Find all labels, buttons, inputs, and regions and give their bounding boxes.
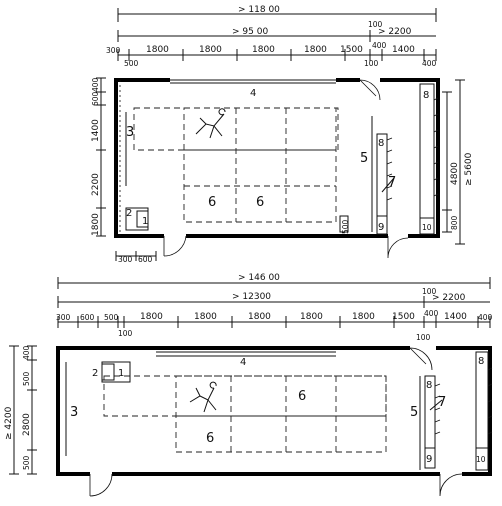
plan2-dim-500: 500 [104, 313, 119, 322]
plan1-span-4: 1800 [304, 45, 327, 55]
plan2-span-2: 1800 [194, 312, 217, 322]
plan2-span-3: 1800 [248, 312, 271, 322]
plan1-label-6a: 6 [208, 195, 216, 210]
plan1-label-6b: 6 [256, 195, 264, 210]
plan2-dim-v500b: 500 [22, 455, 31, 470]
plan1-dimension-chains: > 118 00 > 95 00 100 > 2200 300 500 1800… [106, 5, 437, 68]
plan2-label-5: 5 [410, 405, 418, 420]
plan1-dim-v400: 400 [91, 77, 100, 92]
plan2-label-7: 7 [438, 395, 446, 410]
plan2-dim-v4200: ≥ 4200 [4, 406, 14, 440]
plan1-span-1: 1800 [146, 45, 169, 55]
plan1-span-5: 1500 [340, 45, 363, 55]
plan1-label-8b: 8 [378, 138, 384, 149]
plan1-floor-grid [133, 107, 339, 223]
plan1-hatch-ticks [386, 97, 439, 201]
plan1-gymnast-figure [195, 108, 226, 139]
plan2-dim-100b: 100 [416, 333, 431, 342]
plan1-total-length: > 118 00 [238, 5, 280, 15]
plan2-label-10: 10 [476, 455, 486, 464]
plan2-doors [89, 347, 463, 497]
plan2-dim-600: 600 [80, 313, 95, 322]
plan2-span-5: 1800 [352, 312, 375, 322]
plan2-span-4: 1800 [300, 312, 323, 322]
plan1-inner-length: > 95 00 [232, 27, 268, 37]
plan2-dim-100: 100 [422, 287, 437, 296]
plan2-gymnast-figure [189, 381, 217, 413]
plan1-label-9: 9 [378, 222, 384, 233]
plan1-label-10: 10 [422, 223, 432, 232]
plan1-dim-2200: > 2200 [378, 27, 412, 37]
plan1-dim-400b: 400 [422, 59, 437, 68]
plan2-dim-v400: 400 [22, 345, 31, 360]
plan1-bottom-dimensions: 300 600 500 [115, 219, 350, 264]
plan1-dim-100b: 100 [364, 59, 379, 68]
plan1-dim-b300: 300 [118, 255, 133, 264]
plan1-dim-r4800: 4800 [450, 162, 460, 185]
plan2-dim-400b: 400 [478, 313, 493, 322]
plan1-label-4: 4 [250, 88, 256, 99]
plan1-dim-v600: 600 [91, 91, 100, 106]
plan2-label-6b: 6 [206, 431, 214, 446]
plan1-label-1: 1 [142, 216, 148, 227]
plan2-labels: 1 2 3 4 5 6 6 7 8 8 9 10 [70, 356, 486, 465]
plan2-label-4: 4 [240, 357, 246, 368]
plan1-label-2: 2 [126, 208, 132, 219]
plan2-dim-v500: 500 [22, 371, 31, 386]
plan2-dim-100a: 100 [118, 329, 133, 338]
plan2-floor-grid [103, 375, 387, 453]
plan2-walls [56, 346, 492, 476]
plan1-dim-100: 100 [368, 20, 383, 29]
plan1-dim-300: 300 [106, 46, 121, 55]
plan1-span-2: 1800 [199, 45, 222, 55]
plan2-dim-v2800: 2800 [22, 413, 32, 436]
plan1-dim-400: 400 [372, 41, 387, 50]
plan2-hatch-ticks [434, 367, 493, 435]
plan2-total-length: > 146 00 [238, 273, 280, 283]
plan2-inner-length: > 12300 [232, 292, 271, 302]
plan2-label-2: 2 [92, 368, 98, 379]
plan1-dim-b600: 600 [138, 255, 153, 264]
plan1-doors [163, 79, 409, 259]
plan2-dim-2200: > 2200 [432, 293, 466, 303]
plan1-dim-v1400: 1400 [91, 119, 101, 142]
plan1-labels: 1 2 3 4 5 6 6 7 8 8 9 10 [126, 88, 432, 233]
plan2-dimension-chains: > 146 00 > 12300 100 > 2200 300 600 [56, 273, 493, 342]
plan2-label-8b: 8 [426, 380, 432, 391]
plan-2: > 146 00 > 12300 100 > 2200 300 600 [4, 273, 493, 497]
plan2-span-1: 1800 [140, 312, 163, 322]
plan2-dim-400: 400 [424, 309, 439, 318]
plan1-right-dimensions: 4800 ≥ 5600 800 [442, 79, 474, 245]
plan2-dim-1400: 1400 [444, 312, 467, 322]
plan2-label-1: 1 [118, 368, 124, 379]
plan1-span-3: 1800 [252, 45, 275, 55]
plan1-walls [114, 78, 440, 238]
plan2-left-dimensions: ≥ 4200 400 500 2800 500 [4, 345, 37, 475]
plan1-dim-v1800: 1800 [91, 213, 101, 236]
plan2-label-8: 8 [478, 356, 484, 367]
plan1-label-7: 7 [388, 175, 396, 190]
plan1-left-dimensions: 400 600 1400 2200 1800 [91, 77, 106, 237]
plan2-label-6a: 6 [298, 389, 306, 404]
plan1-dim-r800: 800 [450, 215, 459, 230]
plan2-equipment [65, 351, 493, 471]
plan2-span-6: 1500 [392, 312, 415, 322]
plan2-dim-300: 300 [56, 313, 71, 322]
plan2-label-9: 9 [426, 454, 432, 465]
plan-1: > 118 00 > 95 00 100 > 2200 300 500 1800… [91, 5, 474, 264]
plan1-dim-b500: 500 [341, 219, 350, 234]
plan1-dim-1400: 1400 [392, 45, 415, 55]
plan1-dim-v2200: 2200 [91, 173, 101, 196]
plan1-dim-r5600: ≥ 5600 [464, 152, 474, 186]
plan1-label-3: 3 [126, 125, 134, 140]
plan1-dim-500: 500 [124, 59, 139, 68]
plan1-label-8: 8 [423, 90, 429, 101]
plan2-label-3: 3 [70, 405, 78, 420]
plan1-equipment [125, 83, 439, 235]
plan1-label-5: 5 [360, 151, 368, 166]
